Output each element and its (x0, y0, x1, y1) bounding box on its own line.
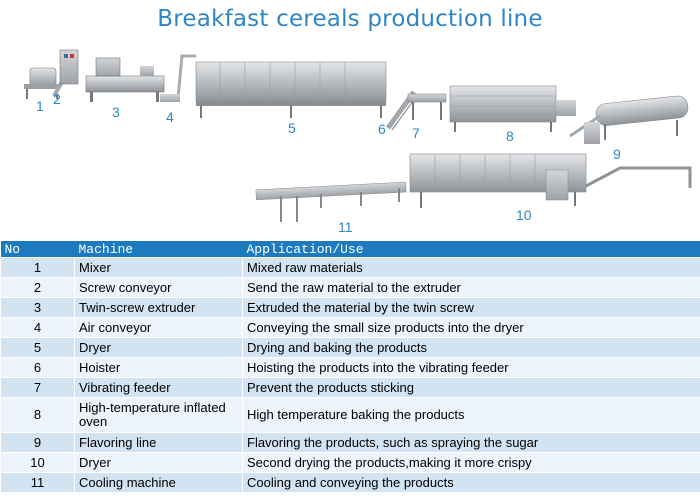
row-use: Prevent the products sticking (242, 377, 700, 398)
inflated-oven-machine (449, 85, 576, 132)
production-line-illustration: 1 2 3 4 5 6 7 8 9 10 11 (24, 49, 692, 235)
twin-screw-extruder-machine (85, 57, 165, 102)
dryer-machine-1 (195, 61, 387, 118)
row-machine: Air conveyor (74, 317, 243, 338)
row-no: 2 (0, 277, 75, 298)
row-no: 4 (0, 317, 75, 338)
row-no: 5 (0, 337, 75, 358)
air-conveyor-machine (160, 54, 196, 102)
row-machine: Dryer (74, 337, 243, 358)
row-use: Conveying the small size products into t… (242, 317, 700, 338)
row-use: Drying and baking the products (242, 337, 700, 358)
row-machine: Dryer (74, 452, 243, 473)
header-no: No (0, 241, 75, 258)
row-no: 11 (0, 472, 75, 493)
row-use: Send the raw material to the extruder (242, 277, 700, 298)
row-machine: Hoister (74, 357, 243, 378)
vibrating-feeder-machine (407, 93, 447, 120)
row-machine: Twin-screw extruder (74, 297, 243, 318)
header-application: Application/Use (242, 241, 700, 258)
row-use: High temperature baking the products (242, 397, 700, 433)
table-header-row: No Machine Application/Use (0, 241, 700, 258)
screw-conveyor-machine (52, 49, 79, 97)
row-machine: Flavoring line (74, 432, 243, 453)
row-no: 3 (0, 297, 75, 318)
row-machine: Vibrating feeder (74, 377, 243, 398)
machine-label-5: 5 (288, 120, 296, 136)
row-use: Flavoring the products, such as spraying… (242, 432, 700, 453)
page-title: Breakfast cereals production line (157, 6, 543, 32)
row-no: 1 (0, 257, 75, 278)
row-use: Second drying the products,making it mor… (242, 452, 700, 473)
machine-label-10: 10 (516, 207, 532, 223)
row-machine: Screw conveyor (74, 277, 243, 298)
row-no: 7 (0, 377, 75, 398)
machine-label-8: 8 (506, 128, 514, 144)
row-no: 8 (0, 397, 75, 433)
machine-label-9: 9 (613, 146, 621, 162)
row-no: 9 (0, 432, 75, 453)
machine-label-2: 2 (53, 91, 61, 107)
row-use: Cooling and conveying the products (242, 472, 700, 493)
row-no: 10 (0, 452, 75, 473)
machine-label-11: 11 (338, 219, 353, 235)
row-machine: High-temperature inflated oven (74, 397, 243, 433)
machine-label-7: 7 (412, 125, 420, 141)
cooling-machine (255, 181, 407, 222)
row-machine: Mixer (74, 257, 243, 278)
machine-label-1: 1 (36, 98, 44, 114)
row-use: Mixed raw materials (242, 257, 700, 278)
row-machine: Cooling machine (74, 472, 243, 493)
machine-label-6: 6 (378, 121, 386, 137)
row-use: Hoisting the products into the vibrating… (242, 357, 700, 378)
flavoring-line-machine (569, 95, 689, 144)
machine-label-3: 3 (112, 104, 120, 120)
machine-label-4: 4 (166, 109, 174, 125)
row-no: 6 (0, 357, 75, 378)
dryer-machine-2 (409, 153, 692, 208)
header-machine: Machine (74, 241, 243, 258)
row-use: Extruded the material by the twin screw (242, 297, 700, 318)
